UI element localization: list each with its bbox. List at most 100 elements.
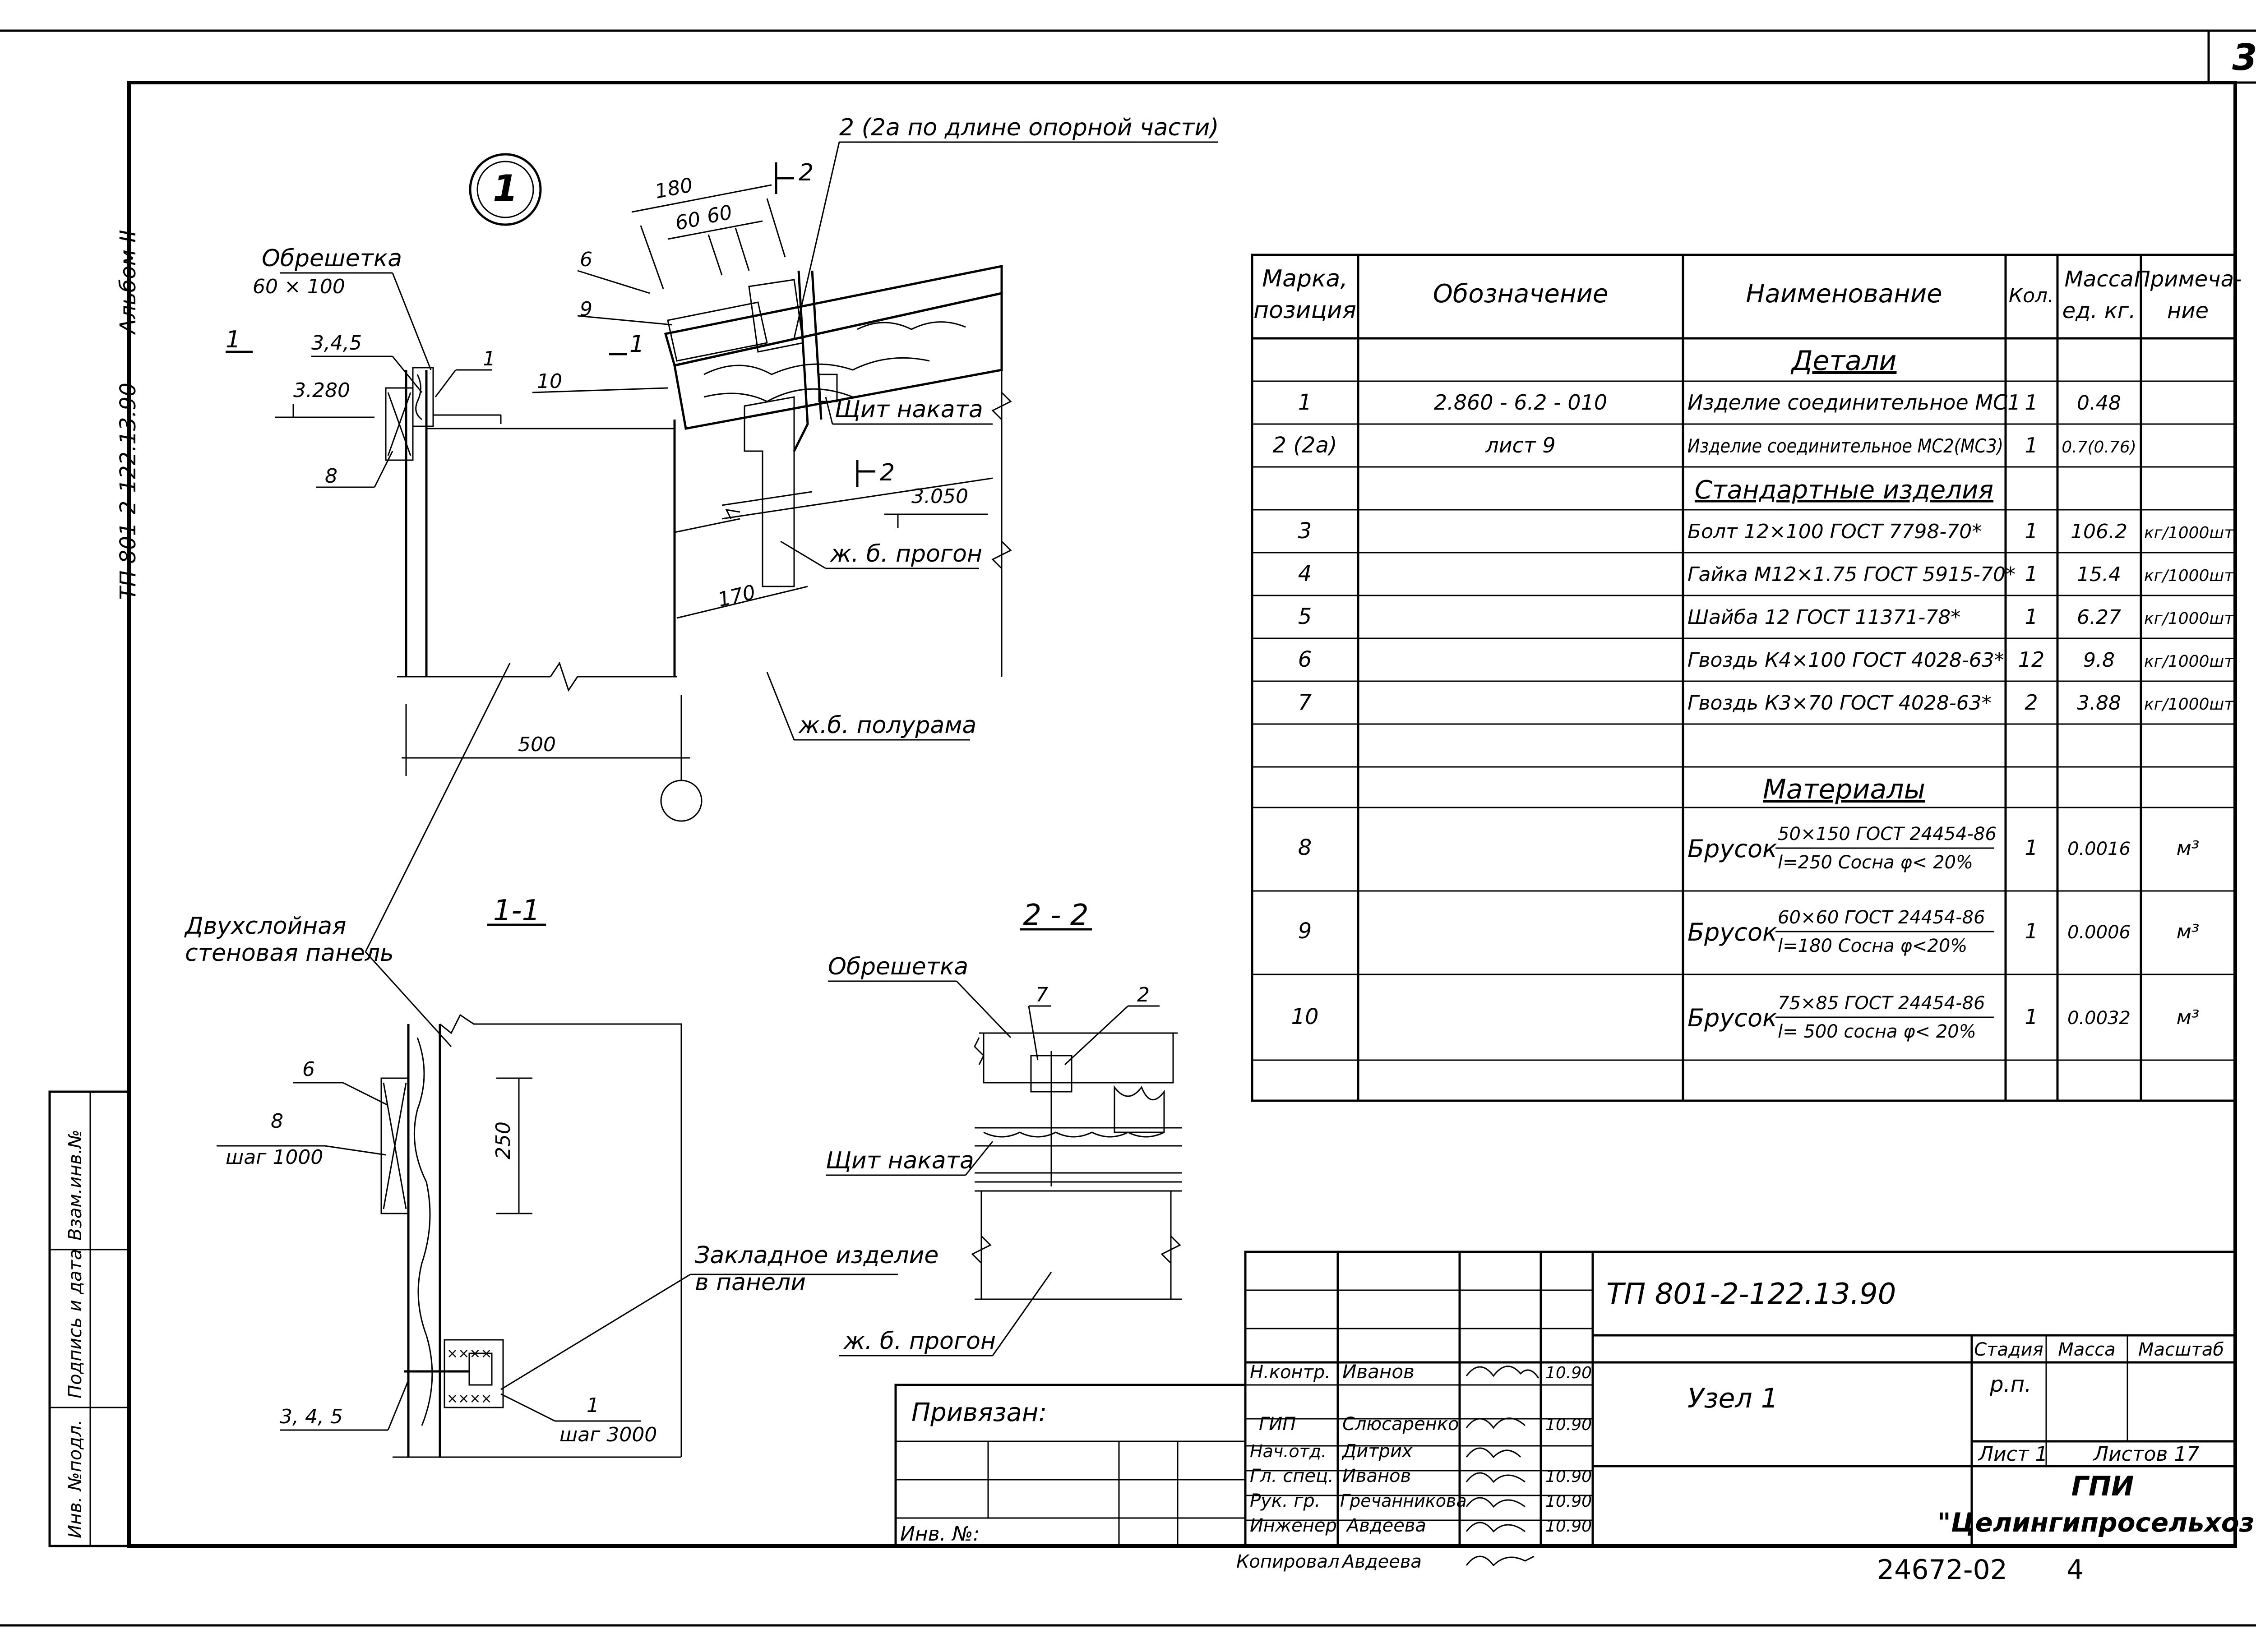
node-pos-10: 10 [537,370,562,393]
tb-list: Лист 1 [1978,1443,2048,1466]
section-1-1-drawing [217,923,898,1458]
spec-h-kol: Кол. [2009,284,2054,307]
spec-r3-kol: 1 [2025,519,2038,543]
tb-staff-5-signature [1465,1497,1526,1508]
node-elev-3050: 3.050 [911,485,968,508]
spec-r5-pos: 5 [1298,604,1312,629]
spec-r3-name: Болт 12×100 ГОСТ 7798-70* [1687,520,1982,543]
spec-r1-oboz: 2.860 - 6.2 - 010 [1434,390,1607,415]
node-1-number: 1 [493,167,518,209]
title-block-grid [894,1251,2236,1547]
spec-r8-name: Брусок [1687,835,1777,863]
tb-doc-code: ТП 801-2-122.13.90 [1606,1278,1896,1311]
spec-r5-prim: кг/1000шт [2144,609,2234,628]
spec-r8-frac-bot: l=250 Сосна φ< 20% [1778,852,1973,873]
tb-massa-h: Масса [2058,1339,2116,1360]
tb-staff-7-role: Копировал [1236,1551,1340,1572]
node-dim-60a: 60 [673,208,703,235]
spec-r1-massa: 0.48 [2077,392,2121,415]
spec-r9-pos: 9 [1298,918,1312,944]
page-number: 3 [2232,37,2256,78]
spec-r3-massa: 106.2 [2071,520,2127,543]
spec-r10-pos: 10 [1291,1004,1318,1029]
spec-r2-pos: 2 (2а) [1272,433,1337,458]
tb-staff-6-signature [1465,1522,1526,1533]
node-pos-6: 6 [580,248,592,271]
spec-r10-name: Брусок [1687,1004,1777,1032]
spec-r4-prim: кг/1000шт [2144,567,2234,585]
s11-pos-345: 3, 4, 5 [280,1405,343,1428]
spec-h-marka-1: Марка, [1262,265,1348,292]
s22-pos-2: 2 [1137,983,1150,1006]
spec-r10-frac-top: 75×85 ГОСТ 24454-86 [1778,993,1985,1014]
spec-r5-name: Шайба 12 ГОСТ 11371-78* [1687,606,1960,629]
tb-staff-1-role: Н.контр. [1250,1362,1331,1383]
spec-r4-kol: 1 [2025,562,2038,586]
s11-zaklad-line1: Закладное изделие [695,1242,938,1269]
spec-r9-massa: 0.0006 [2067,922,2131,943]
spec-group-detali: Детали [1790,345,1897,377]
tb-staff-4-role: Гл. спец. [1250,1466,1334,1486]
spec-r6-name: Гвоздь К4×100 ГОСТ 4028-63* [1687,649,2004,672]
section-2-2-drawing [826,928,1182,1357]
spec-r8-frac-top: 50×150 ГОСТ 24454-86 [1778,824,1997,844]
spec-r3-prim: кг/1000шт [2144,524,2234,542]
album-label: Альбом II [116,230,141,335]
tb-sheet-name: Узел 1 [1687,1383,1778,1414]
tb-staff-1-name: Иванов [1342,1361,1415,1383]
s11-pos-1: 1 [587,1394,599,1417]
spec-r2-massa: 0.7(0.76) [2062,438,2136,457]
s11-pos-8: 8 [271,1110,283,1133]
spec-r1-name: Изделие соединительное МС1 [1687,390,2020,415]
spec-h-marka-2: позиция [1253,297,1356,324]
spec-r5-kol: 1 [2025,605,2038,629]
tb-staff-1-date: 10.90 [1545,1364,1592,1382]
spec-r10-frac-bot: l= 500 сосна φ< 20% [1778,1021,1976,1042]
s11-crosses-top: ×××× [447,1346,492,1361]
spec-r9-prim: м³ [2177,920,2200,943]
node-shchit-nakata: Щит наката [835,396,983,423]
tb-staff-2-signature [1465,1417,1526,1429]
tb-staff-5-date: 10.90 [1545,1492,1592,1511]
node-1-drawing [226,141,1218,1047]
panel-label-line1: Двухслойная [184,913,346,940]
tb-archive-sheet: 4 [2066,1554,2084,1586]
s22-pos-7: 7 [1036,983,1048,1006]
node-section-1-mark-right: 1 [629,331,644,358]
s22-obreshetka: Обрешетка [828,953,968,980]
doc-code-vertical: ТП 801-2-122.13.90 [116,383,141,600]
spec-r4-pos: 4 [1298,561,1312,586]
spec-r7-kol: 2 [2025,690,2038,715]
node-pos-1: 1 [483,347,495,370]
side-vzam-inv: Взам.инв.№ [65,1130,86,1241]
node-pos-345: 3,4,5 [311,332,362,355]
tb-privyazan: Привязан: [911,1398,1047,1427]
node-dim-60b: 60 [705,201,734,228]
spec-r8-prim: м³ [2177,837,2200,860]
spec-h-massa-1: Масса [2064,267,2133,292]
side-inv-podl: Инв. №подл. [65,1420,86,1538]
spec-r6-prim: кг/1000шт [2144,652,2234,671]
tb-staff-2-role: ГИП [1259,1414,1296,1435]
tb-staff-5-role: Рук. гр. [1250,1490,1321,1511]
node-dim-170: 170 [716,581,758,612]
tb-stadia-value: р.п. [1989,1372,2031,1397]
tb-staff-4-date: 10.90 [1545,1467,1592,1486]
tb-staff-4-signature [1465,1472,1526,1483]
spec-r7-massa: 3.88 [2077,692,2121,715]
spec-r4-massa: 15.4 [2077,563,2121,586]
node-section-1-mark: 1 [226,326,240,353]
spec-r2-oboz: лист 9 [1485,433,1555,457]
tb-staff-3-signature [1465,1447,1521,1458]
node-callout-top: 2 (2а по длине опорной части) [839,114,1219,141]
s11-zaklad-line2: в панели [695,1269,806,1296]
spec-r8-kol: 1 [2025,835,2038,860]
spec-r4-name: Гайка М12×1.75 ГОСТ 5915-70* [1687,563,2016,586]
spec-r6-pos: 6 [1298,647,1312,672]
tb-staff-3-name: Дитрих [1341,1441,1413,1462]
spec-table-grid [1251,254,2236,1102]
s11-shag-1000: шаг 1000 [226,1146,323,1169]
tb-staff-2-date: 10.90 [1545,1416,1592,1434]
node-dim-180: 180 [653,174,694,203]
